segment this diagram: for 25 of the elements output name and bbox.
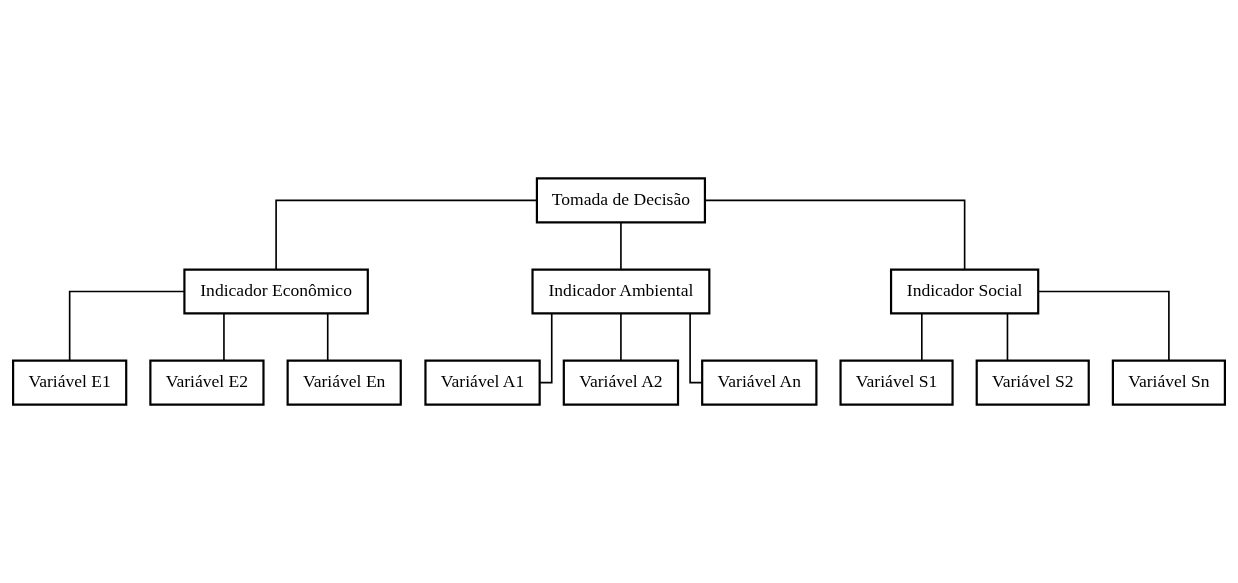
connector — [326, 312, 329, 362]
node-box: Indicador Ambiental — [531, 268, 711, 315]
node-box: Variável S2 — [975, 359, 1090, 406]
node-box: Variável Sn — [1111, 359, 1226, 406]
connector — [1006, 312, 1009, 362]
connector — [620, 221, 622, 271]
node-box: Variável A1 — [424, 359, 541, 406]
node-box: Indicador Econômico — [183, 268, 369, 315]
connector — [620, 312, 622, 362]
node-box: Variável An — [701, 359, 818, 406]
connector — [538, 312, 553, 384]
connector — [275, 199, 538, 271]
node-box: Indicador Social — [889, 268, 1040, 315]
connector — [1037, 290, 1170, 362]
connector — [704, 199, 966, 271]
connector — [223, 312, 225, 362]
node-box: Variável E2 — [149, 359, 265, 406]
connector — [68, 290, 186, 362]
node-box: Variável En — [286, 359, 402, 406]
connector — [689, 312, 703, 384]
node-box: Variável E1 — [12, 359, 128, 406]
node-box: Variável A2 — [562, 359, 680, 406]
node-box: Tomada de Decisão — [535, 177, 707, 224]
connector — [921, 312, 923, 362]
node-box: Variável S1 — [839, 359, 954, 406]
